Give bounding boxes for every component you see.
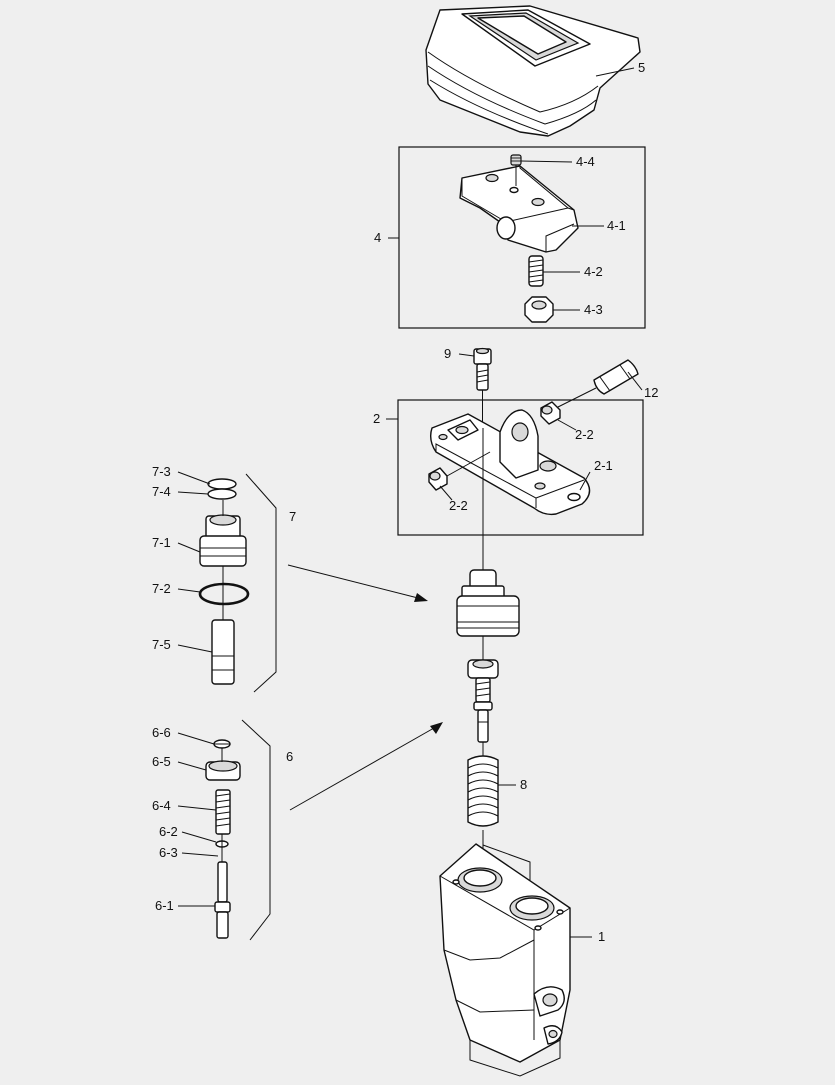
callout-4-1: 4-1 bbox=[607, 218, 626, 233]
callout-6-3: 6-3 bbox=[159, 845, 178, 860]
callout-7: 7 bbox=[289, 509, 296, 524]
callout-7-4: 7-4 bbox=[152, 484, 171, 499]
callout-4: 4 bbox=[374, 230, 381, 245]
callout-4-4: 4-4 bbox=[576, 154, 595, 169]
callout-2-2-right: 2-2 bbox=[575, 427, 594, 442]
part-2-1-lever-base bbox=[429, 409, 591, 516]
part-2-2-bushing-a bbox=[540, 401, 561, 425]
part-7-assembled-plunger bbox=[456, 569, 520, 637]
callout-12: 12 bbox=[644, 385, 658, 400]
part-6-exploded bbox=[205, 739, 241, 939]
callout-6-1: 6-1 bbox=[155, 898, 174, 913]
part-9-bolt bbox=[473, 347, 492, 428]
callout-6-5: 6-5 bbox=[152, 754, 171, 769]
callout-5: 5 bbox=[638, 60, 645, 75]
callout-6-6: 6-6 bbox=[152, 725, 171, 740]
part-4-4-set-screw bbox=[510, 154, 522, 186]
callout-2-1: 2-1 bbox=[594, 458, 613, 473]
callout-9: 9 bbox=[444, 346, 451, 361]
callout-labels: 5 4-4 4 4-1 4-2 4-3 9 12 2 2-2 2-1 2-2 7… bbox=[152, 60, 658, 944]
callout-7-2: 7-2 bbox=[152, 581, 171, 596]
callout-7-3: 7-3 bbox=[152, 464, 171, 479]
callout-7-5: 7-5 bbox=[152, 637, 171, 652]
bracket-6 bbox=[241, 719, 271, 941]
callout-1: 1 bbox=[598, 929, 605, 944]
callout-2-2-left: 2-2 bbox=[449, 498, 468, 513]
part-2-2-bushing-b bbox=[428, 451, 491, 491]
part-4-1-lever-bracket bbox=[459, 165, 579, 253]
callout-2: 2 bbox=[373, 411, 380, 426]
part-1-valve-body bbox=[439, 843, 571, 1077]
group-box-2 bbox=[397, 399, 644, 536]
leader-lines bbox=[177, 67, 643, 938]
part-4-2-stud bbox=[528, 255, 544, 287]
part-7-exploded bbox=[198, 478, 250, 685]
callout-6: 6 bbox=[286, 749, 293, 764]
callout-6-4: 6-4 bbox=[152, 798, 171, 813]
arrow-7-to-assembly bbox=[287, 564, 428, 602]
part-4-3-nut bbox=[524, 296, 554, 323]
part-8-spring bbox=[467, 742, 499, 827]
arrow-6-to-assembly bbox=[289, 722, 443, 811]
callout-8: 8 bbox=[520, 777, 527, 792]
part-5-boot bbox=[425, 5, 641, 137]
bracket-7 bbox=[245, 473, 277, 693]
part-12-pin bbox=[555, 359, 639, 409]
callout-4-3: 4-3 bbox=[584, 302, 603, 317]
callout-4-2: 4-2 bbox=[584, 264, 603, 279]
part-6-assembled-plunger bbox=[467, 636, 499, 743]
callout-6-2: 6-2 bbox=[159, 824, 178, 839]
callout-7-1: 7-1 bbox=[152, 535, 171, 550]
